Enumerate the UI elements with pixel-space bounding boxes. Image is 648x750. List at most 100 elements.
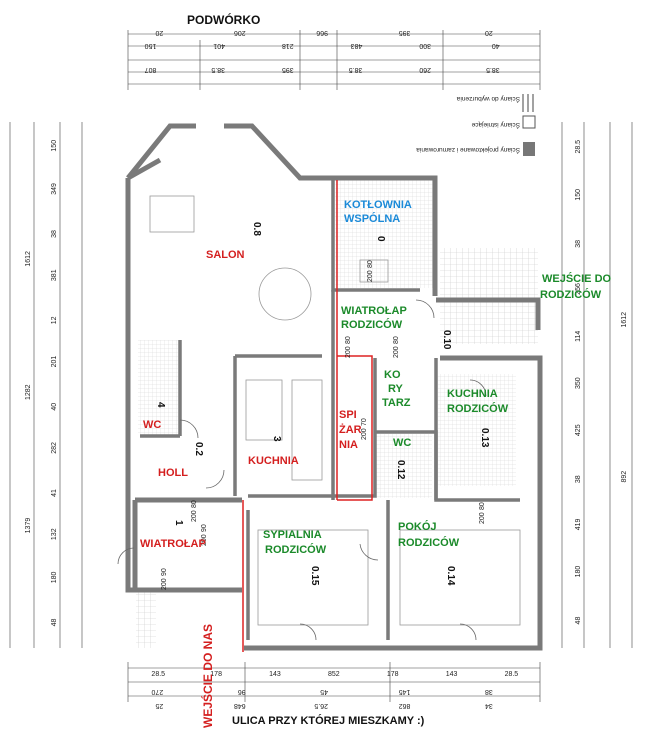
wc-parents-floor [376, 434, 432, 498]
door-dimension-11: 200 [393, 346, 400, 358]
room-wiatrolap-number: 1 [173, 520, 184, 526]
furniture-hints [149, 195, 521, 626]
dimension-bottom3-2: 26.5 [314, 702, 328, 709]
dimension-lines-sides [9, 122, 633, 648]
dimension-bottom2-4: 38 [485, 688, 493, 695]
room-holl-number: 0.2 [193, 442, 204, 456]
dimension-left-2: 38 [51, 230, 58, 238]
interior-floors [136, 180, 538, 648]
room-holl-name: HOLL [158, 467, 188, 479]
door-swings [117, 299, 487, 641]
entrance-parents-paving [440, 248, 538, 344]
stairs-area [138, 340, 178, 436]
room-korytarz-name-1: KO [384, 369, 401, 381]
dimension-top2-5: 40 [492, 42, 500, 49]
dimension-left-6: 40 [51, 403, 58, 411]
dimension-top2-0: 150 [145, 42, 157, 49]
dimension-bottom3-0: 25 [155, 702, 163, 709]
dimension-right-1: 150 [575, 189, 582, 201]
door-dimension-1: 200 [191, 510, 198, 522]
dimension-bottom1-0: 28.5 [151, 671, 165, 678]
dimension-bottom3-4: 34 [485, 702, 493, 709]
door-dimension-2: 90 [161, 568, 168, 576]
dimension-top3-2: 395 [282, 66, 294, 73]
boiler-room-floor [335, 180, 435, 288]
dimension-left-1: 349 [51, 183, 58, 195]
door-dimension-8: 80 [345, 336, 352, 344]
dimension-bottom3-3: 862 [399, 702, 411, 709]
legend-item-existing: Ściany istniejące [471, 121, 520, 130]
dimension-top1-1: 206 [234, 29, 246, 36]
dimension-left-total-2: 1379 [25, 518, 32, 534]
dimension-right-5: 350 [575, 377, 582, 389]
dimension-top3-3: 38.5 [349, 66, 363, 73]
door-dimension-4: 90 [201, 524, 208, 532]
dimension-right-9: 180 [575, 566, 582, 578]
dimension-left-5: 201 [51, 356, 58, 368]
dimension-left-10: 180 [51, 571, 58, 583]
dimension-bottom2-2: 45 [320, 688, 328, 695]
dimension-top1-4: 20 [485, 29, 493, 36]
dimension-top3-0: 807 [145, 66, 157, 73]
door-dimension-15: 200 [479, 512, 486, 524]
room-wiatrolap-rodzicow-name-1: WIATROŁAP [341, 305, 407, 317]
room-wc-left-number: 4 [155, 402, 166, 408]
dimension-right-7: 38 [575, 475, 582, 483]
legend-item-demolish: Ściany do wyburzenia [456, 95, 520, 104]
dimension-left-11: 48 [51, 619, 58, 627]
dimension-bottom1-1: 178 [210, 671, 222, 678]
room-sypialnia-number: 0.15 [309, 566, 320, 586]
room-pokoj-name-2: RODZICÓW [398, 536, 460, 549]
dimension-top2-4: 300 [419, 42, 431, 49]
dimension-bottom1-5: 143 [446, 671, 458, 678]
room-sypialnia-name-1: SYPIALNIA [263, 529, 322, 541]
dimension-top2-2: 218 [282, 42, 294, 49]
room-wiatrolap-name: WIATROŁAP [140, 538, 206, 550]
dimension-bottom1-2: 143 [269, 671, 281, 678]
door-dimension-3: 200 [161, 578, 168, 590]
door-dimension-6: 80 [367, 260, 374, 268]
dimension-right-8: 419 [575, 518, 582, 530]
door-dimension-10: 80 [393, 336, 400, 344]
dimension-left-8: 41 [51, 489, 58, 497]
dimension-right-4: 114 [575, 331, 582, 342]
room-kotlownia-name-1: KOTŁOWNIA [344, 199, 412, 211]
dimension-left-4: 12 [51, 316, 58, 324]
dimension-left-total-0: 1612 [25, 251, 32, 267]
room-spizarnia-name-2: ŻAR [339, 423, 362, 436]
dimension-right-2: 38 [575, 240, 582, 248]
dimension-left-7: 282 [51, 442, 58, 454]
dimension-top2-3: 483 [351, 42, 363, 49]
dimension-lines-bottom [127, 662, 541, 702]
dimension-top1-3: 395 [399, 29, 411, 36]
room-labels: PODWÓRKO SALON 0.8 KOTŁOWNIA WSPÓLNA 0 W… [140, 12, 612, 728]
dimension-left-9: 132 [51, 528, 58, 540]
dimension-top3-1: 38.5 [211, 66, 225, 73]
dimension-top3-5: 38.5 [486, 66, 500, 73]
outer-walls [125, 123, 543, 651]
entrance-us-paving [136, 592, 156, 648]
room-wiatrolap-rodzicow-name-2: RODZICÓW [341, 318, 403, 331]
dimension-right-3: 256 [575, 283, 582, 295]
room-spizarnia-name-3: NIA [339, 439, 358, 451]
dimension-right-10: 48 [575, 617, 582, 625]
room-wc-parents-number: 0.12 [395, 460, 406, 480]
street-label: ULICA PRZY KTÓREJ MIESZKAMY :) [232, 714, 425, 727]
room-wc-parents-name: WC [393, 437, 411, 449]
entrance-parents-label-1: WEJŚCIE DO [542, 272, 612, 285]
legend-item-designed: Ściany projektowane i zamurowania [416, 146, 520, 155]
kitchen-parents-floor [438, 374, 516, 486]
dimension-right-0: 28.5 [575, 140, 582, 154]
door-dimension-13: 200 [361, 428, 368, 440]
entrance-parents-label-2: RODZICÓW [540, 288, 602, 301]
entrance-us-label: WEJŚCIE DO NAS [200, 624, 215, 728]
dimension-top3-4: 260 [419, 66, 431, 73]
room-kuchnia-rodzicow-name-2: RODZICÓW [447, 402, 509, 415]
door-dimension-9: 200 [345, 346, 352, 358]
room-kuchnia-number: 3 [271, 436, 282, 442]
door-dimension-12: 70 [361, 418, 368, 426]
door-dimension-14: 80 [479, 502, 486, 510]
dimension-right-total-0: 1612 [621, 312, 628, 328]
